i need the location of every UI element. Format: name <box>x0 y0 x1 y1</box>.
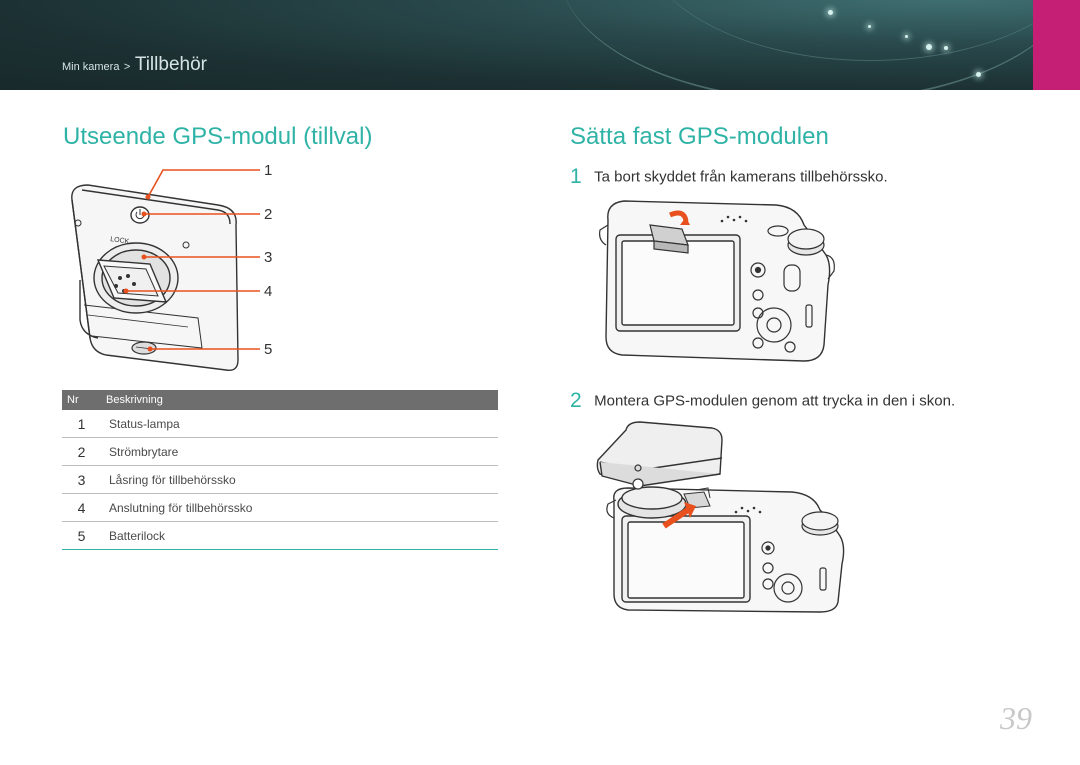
table-row: 3 Låsring för tillbehörssko <box>62 465 498 494</box>
step-text: Montera GPS-modulen genom att trycka in … <box>594 392 956 410</box>
sparkle-icon <box>976 72 981 77</box>
row-number: 2 <box>62 437 101 466</box>
camera-mount-gps-illustration <box>596 421 845 613</box>
table-row: 5 Batterilock <box>62 521 498 550</box>
chapter-tab[interactable] <box>1033 0 1080 90</box>
row-description: Status-lampa <box>101 410 498 438</box>
sparkle-icon <box>926 44 932 50</box>
breadcrumb-parent[interactable]: Min kamera <box>62 61 120 73</box>
row-description: Anslutning för tillbehörssko <box>101 493 498 522</box>
callout-4: 4 <box>264 283 273 300</box>
sparkle-icon <box>944 46 948 50</box>
sparkle-icon <box>828 10 833 15</box>
parts-table: Nr Beskrivning 1 Status-lampa 2 Strömbry… <box>62 390 498 550</box>
sparkle-icon <box>868 25 871 28</box>
callout-2: 2 <box>264 206 273 223</box>
step-2: 2 Montera GPS-modulen genom att trycka i… <box>570 389 955 413</box>
page-header: Min kamera > Tillbehör <box>0 0 1080 90</box>
row-description: Låsring för tillbehörssko <box>101 465 498 494</box>
breadcrumb-current: Tillbehör <box>134 54 207 75</box>
callout-5: 5 <box>264 341 273 358</box>
step-number: 1 <box>570 165 582 188</box>
step-text: Ta bort skyddet från kamerans tillbehörs… <box>594 168 888 186</box>
table-row: 1 Status-lampa <box>62 410 498 438</box>
table-header-row: Nr Beskrivning <box>62 390 498 410</box>
table-row: 4 Anslutning för tillbehörssko <box>62 493 498 522</box>
table-row: 2 Strömbrytare <box>62 437 498 466</box>
step-1: 1 Ta bort skyddet från kamerans tillbehö… <box>570 165 888 189</box>
callout-1: 1 <box>264 162 273 179</box>
row-description: Batterilock <box>101 521 498 550</box>
row-number: 4 <box>62 493 101 522</box>
breadcrumb-separator: > <box>123 61 131 73</box>
sparkle-icon <box>905 35 908 38</box>
header-decoration-2 <box>640 0 1080 61</box>
column-header-description: Beskrivning <box>101 390 498 410</box>
row-number: 3 <box>62 465 101 494</box>
lock-label: LOCK <box>110 236 130 246</box>
column-header-nr: Nr <box>62 390 101 410</box>
row-number: 1 <box>62 410 101 438</box>
row-description: Strömbrytare <box>101 437 498 466</box>
camera-remove-cover-illustration <box>599 200 835 362</box>
gps-module-title: Utseende GPS-modul (tillval) <box>63 123 373 150</box>
breadcrumb: Min kamera > Tillbehör <box>62 54 207 76</box>
row-number: 5 <box>62 521 101 550</box>
callout-3: 3 <box>264 249 273 266</box>
step-number: 2 <box>570 389 582 412</box>
gps-module-diagram: LOCK <box>71 169 260 371</box>
attach-gps-title: Sätta fast GPS-modulen <box>570 123 829 150</box>
page-number: 39 <box>1000 700 1032 736</box>
